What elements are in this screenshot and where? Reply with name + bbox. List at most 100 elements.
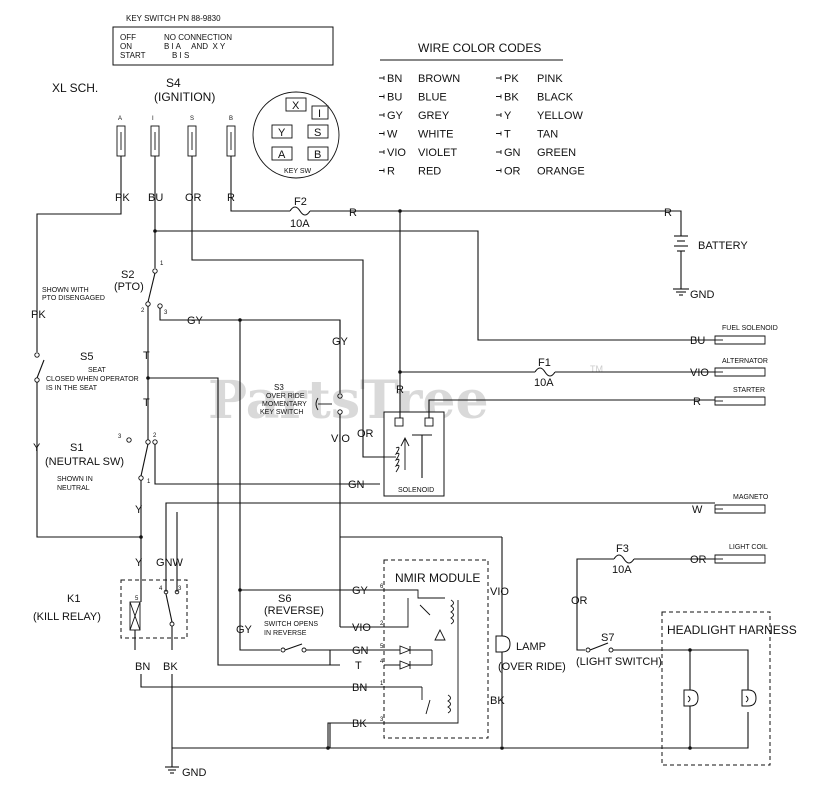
wire-label: BN [352, 682, 367, 694]
s1-note: NEUTRAL [57, 485, 90, 492]
wire-label: GN [348, 479, 365, 491]
fuse-f1-name: F1 [538, 357, 551, 369]
key-switch-title: KEY SWITCH PN 88-9830 [126, 14, 221, 23]
switch-s1-neutral: S1 (NEUTRAL SW) SHOWN IN NEUTRAL 3 2 1 [45, 433, 380, 492]
legend-connector-mark [379, 150, 385, 154]
watermark-tm: TM [590, 364, 603, 374]
s2-title: (PTO) [114, 281, 144, 293]
legend-color-name: GREY [418, 110, 450, 122]
fuse-f2-name: F2 [294, 196, 307, 208]
connector-alternator: ALTERNATOR [714, 358, 768, 377]
pin-number: 3 [164, 310, 168, 316]
legend-color-name: BLACK [537, 92, 574, 104]
wire-label: BK [352, 718, 367, 730]
battery-gnd-label: GND [690, 289, 715, 301]
legend-color-name: VIOLET [418, 147, 457, 159]
legend-connector-mark [379, 76, 385, 80]
starter-solenoid: SOLENOID [383, 411, 445, 497]
key-switch-table: KEY SWITCH PN 88-9830 OFF NO CONNECTION … [112, 14, 334, 66]
fuse-f1-rating: 10A [534, 377, 554, 389]
s4-terminal-a: A [118, 116, 122, 122]
s3-note: KEY SWITCH [260, 409, 303, 416]
lamp-label: LAMP [516, 641, 546, 653]
wire-label: PK [31, 309, 46, 321]
s4-terminal-b: B [229, 116, 233, 122]
legend-code: VIO [387, 147, 406, 159]
wire-label: BK [490, 695, 505, 707]
key-sw-label: KEY SW [284, 168, 311, 175]
legend-color-name: RED [418, 166, 441, 178]
s1-title: (NEUTRAL SW) [45, 456, 124, 468]
s2-note: SHOWN WITH [42, 287, 89, 294]
connector-fuel-solenoid: FUEL SOLENOID [714, 325, 778, 345]
wire-label: T [143, 397, 150, 409]
battery-label: BATTERY [698, 240, 748, 252]
legend-code: GN [504, 147, 521, 159]
legend-color-name: GREEN [537, 147, 576, 159]
s4-name: S4 [166, 76, 181, 90]
key-sw-i: I [318, 108, 321, 120]
starter-label: STARTER [733, 387, 765, 394]
wire-label: R [664, 207, 672, 219]
pin-number: 3 [178, 586, 182, 592]
battery-symbol: BATTERY GND [673, 233, 748, 301]
legend-connector-mark [496, 131, 502, 136]
wire-label: R [693, 396, 701, 408]
wire-label: VIO [490, 586, 509, 598]
s4-wire-bu: BU [148, 192, 163, 204]
ks-row-conn: B I S [172, 51, 189, 60]
connector-magneto: MAGNETO [714, 494, 769, 514]
ignition-switch-s4: S4 (IGNITION) A I S B PK BU OR R [115, 76, 236, 204]
legend-connector-mark [496, 94, 502, 99]
legend-color-name: BLUE [418, 92, 447, 104]
wire-label: GY [236, 624, 253, 636]
ks-row-pos: ON [120, 42, 132, 51]
s3-note: MOMENTARY [262, 401, 307, 408]
kill-relay-k1: K1 (KILL RELAY) 4 3 5 [33, 579, 188, 650]
nmir-pin: 6 [380, 584, 384, 590]
wire-label: VIO [352, 622, 371, 634]
legend-connector-mark [496, 76, 502, 80]
k1-title: (KILL RELAY) [33, 611, 101, 623]
s4-title: (IGNITION) [154, 90, 215, 104]
nmir-pin: 2 [380, 621, 384, 627]
wire-label: OR [690, 554, 707, 566]
fuse-f2-symbol [289, 206, 311, 216]
key-sw-x: X [292, 100, 300, 112]
override-lamp: LAMP (OVER RIDE) [495, 635, 566, 673]
wire-label: BN [135, 661, 150, 673]
legend-code: PK [504, 73, 519, 85]
ks-row-conn: NO CONNECTION [164, 33, 232, 42]
wire-label: T [355, 660, 362, 672]
s7-name: S7 [601, 632, 614, 644]
legend-connector-mark [379, 113, 385, 117]
wire-label: BK [163, 661, 178, 673]
nmir-pin: 1 [380, 681, 384, 687]
wire-label: GNW [156, 557, 184, 569]
schematic-label: XL SCH. [52, 81, 98, 95]
legend-code: BK [504, 92, 519, 104]
light-coil-label: LIGHT COIL [729, 544, 768, 551]
fuse-f1-symbol [534, 367, 556, 377]
wire-label: VIO [331, 433, 350, 445]
connector-starter: STARTER [714, 387, 766, 406]
wire-label: GY [332, 336, 349, 348]
legend-code: BN [387, 73, 402, 85]
fuse-f3-name: F3 [616, 543, 629, 555]
legend-color-name: TAN [537, 129, 558, 141]
ks-row-pos: OFF [120, 33, 136, 42]
s5-note: CLOSED WHEN OPERATOR [46, 376, 139, 383]
nmir-pin: 4 [380, 659, 384, 665]
wire-label: T [143, 350, 150, 362]
legend-code: Y [504, 110, 512, 122]
wire-label: W [692, 504, 703, 516]
headlight-harness: HEADLIGHT HARNESS [661, 611, 797, 766]
key-sw-s: S [314, 127, 321, 139]
solenoid-label: SOLENOID [398, 487, 434, 494]
fuse-f2-rating: 10A [290, 218, 310, 230]
legend-color-name: ORANGE [537, 166, 585, 178]
s2-note: PTO DISENGAGED [42, 295, 105, 302]
alternator-label: ALTERNATOR [722, 358, 768, 365]
